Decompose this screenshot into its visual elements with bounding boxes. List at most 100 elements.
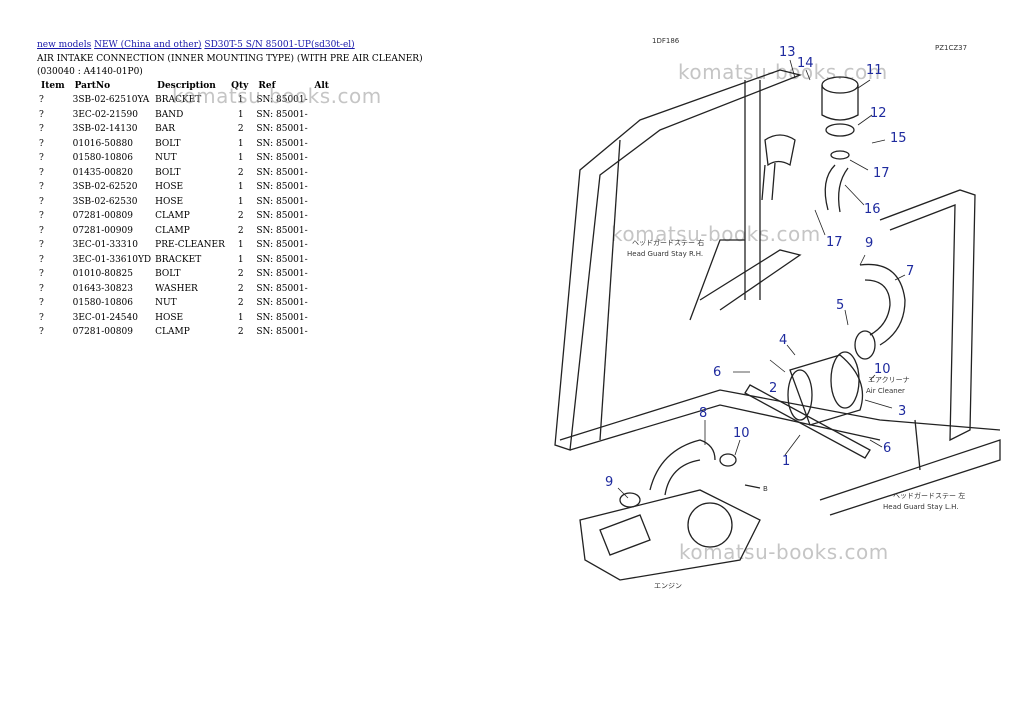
callout-9b: 9 [605, 475, 613, 490]
table-row: ? 3EC-01-33310 PRE-CLEANER 1 SN: 85001- [37, 238, 335, 253]
breadcrumb-link-model[interactable]: SD30T-5 S/N 85001-UP(sd30t-el) [204, 40, 355, 50]
row-description: HOSE [155, 182, 184, 193]
callout-7: 7 [906, 264, 914, 279]
row-partno: 3SB-02-62530 [72, 196, 138, 207]
row-qty: 1 [237, 138, 244, 149]
row-qty: 2 [237, 327, 244, 338]
row-description: BAR [155, 124, 176, 135]
row-qty: 2 [237, 283, 244, 294]
callout-6b: 6 [883, 441, 891, 456]
row-alt [310, 151, 335, 166]
breadcrumb-link-new-models[interactable]: new models [37, 40, 92, 50]
row-description: BOLT [155, 167, 181, 178]
hose-16 [824, 164, 849, 213]
air-cleaner [789, 354, 864, 426]
callout-13: 13 [779, 45, 796, 60]
row-partno: 07281-00809 [72, 211, 133, 222]
table-header-row: Item PartNo Description Qty Ref Alt [37, 79, 335, 93]
row-ref: SN: 85001- [256, 312, 308, 323]
label-arrow-b: B [763, 485, 768, 493]
hose-7 [859, 263, 906, 346]
frame-right-rail [879, 189, 976, 442]
header-qty: Qty [231, 80, 249, 91]
header-item: Item [41, 80, 65, 91]
callout-14: 14 [797, 56, 814, 71]
row-item: ? [39, 167, 44, 178]
row-ref: SN: 85001- [256, 182, 308, 193]
row-ref: SN: 85001- [256, 167, 308, 178]
row-description: NUT [155, 298, 177, 309]
row-qty: 1 [237, 254, 244, 265]
engine-area [579, 489, 761, 581]
row-alt [310, 238, 335, 253]
label-engine-jp: エンジン [654, 582, 682, 590]
row-alt [310, 311, 335, 326]
row-partno: 3EC-01-33310 [72, 240, 138, 251]
callout-16: 16 [864, 202, 881, 217]
callout-numbers: 13 14 11 12 15 17 16 17 9 7 5 4 2 6 10 3… [605, 45, 914, 490]
row-qty: 1 [237, 196, 244, 207]
row-item: ? [39, 95, 44, 106]
bar-1 [744, 384, 871, 459]
row-qty: 2 [237, 298, 244, 309]
row-alt [310, 93, 335, 108]
row-description: CLAMP [155, 327, 190, 338]
row-item: ? [39, 211, 44, 222]
row-ref: SN: 85001- [256, 153, 308, 164]
row-item: ? [39, 283, 44, 294]
callout-17b: 17 [826, 235, 843, 250]
callout-15: 15 [890, 131, 907, 146]
row-alt [310, 253, 335, 268]
row-description: HOSE [155, 196, 184, 207]
callout-5: 5 [836, 298, 844, 313]
row-item: ? [39, 240, 44, 251]
row-alt [310, 166, 335, 181]
row-item: ? [39, 269, 44, 280]
callout-1: 1 [782, 454, 790, 469]
row-alt [310, 267, 335, 282]
row-description: BAND [155, 109, 184, 120]
row-item: ? [39, 153, 44, 164]
label-head-guard-rh: Head Guard Stay R.H. [627, 250, 703, 258]
label-head-guard-rh-jp: ヘッドガードステー 右 [632, 238, 704, 247]
callout-3: 3 [898, 404, 906, 419]
row-alt [310, 296, 335, 311]
diagram-top-code: 1DF186 [652, 37, 680, 45]
row-partno: 3SB-02-62510YA [72, 95, 150, 106]
row-partno: 01010-80825 [72, 269, 133, 280]
row-ref: SN: 85001- [256, 240, 308, 251]
row-partno: 3SB-02-62520 [72, 182, 138, 193]
row-description: PRE-CLEANER [155, 240, 225, 251]
row-alt [310, 282, 335, 297]
row-ref: SN: 85001- [256, 225, 308, 236]
row-qty: 1 [237, 240, 244, 251]
label-head-guard-lh: Head Guard Stay L.H. [883, 503, 958, 511]
row-alt [310, 137, 335, 152]
header-description: Description [157, 80, 216, 91]
row-partno: 01580-10806 [72, 298, 133, 309]
header-ref: Ref [258, 80, 276, 91]
page-title: AIR INTAKE CONNECTION (INNER MOUNTING TY… [37, 54, 423, 77]
row-item: ? [39, 254, 44, 265]
parts-diagram: 1DF186 PZ1CZ37 ヘッドガードステー 右 Head Guard St… [554, 37, 1001, 590]
breadcrumb-link-region[interactable]: NEW (China and other) [94, 40, 202, 50]
row-ref: SN: 85001- [256, 269, 308, 280]
row-ref: SN: 85001- [256, 283, 308, 294]
callout-2: 2 [769, 381, 777, 396]
row-description: NUT [155, 153, 177, 164]
pre-cleaner-body [821, 85, 859, 121]
row-item: ? [39, 327, 44, 338]
row-qty: 2 [237, 269, 244, 280]
row-alt [310, 325, 335, 340]
row-partno: 3EC-01-24540 [72, 312, 138, 323]
row-ref: SN: 85001- [256, 196, 308, 207]
row-qty: 1 [237, 153, 244, 164]
hose-8 [649, 439, 716, 496]
parts-table: Item PartNo Description Qty Ref Alt ? 3SB… [37, 79, 335, 340]
